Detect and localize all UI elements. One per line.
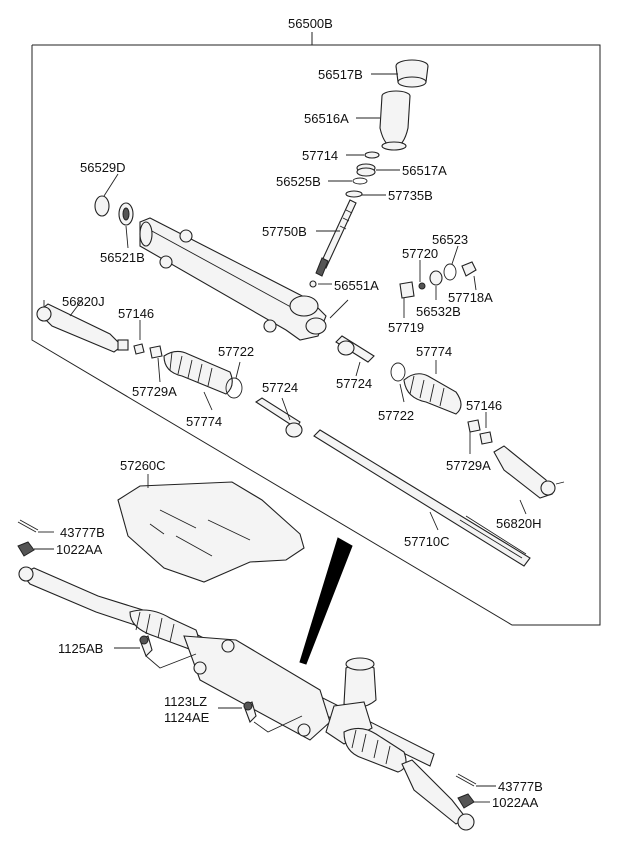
label-57722-right: 57722	[378, 408, 414, 423]
label-56529D: 56529D	[80, 160, 126, 175]
assembly-label: 56500B	[288, 16, 333, 31]
label-57774-left: 57774	[186, 414, 222, 429]
label-57729A-left: 57729A	[132, 384, 177, 399]
label-1124AE: 1124AE	[164, 710, 210, 725]
leader-lines-top	[316, 73, 400, 285]
part-labels: 56517B 56516A 57714 56517A 56525B 57735B…	[56, 67, 543, 810]
label-57718A: 57718A	[448, 290, 493, 305]
label-43777B-right: 43777B	[498, 779, 543, 794]
label-57724-left: 57724	[262, 380, 298, 395]
label-57260C: 57260C	[120, 458, 166, 473]
label-1022AA-left: 1022AA	[56, 542, 103, 557]
label-43777B-left: 43777B	[60, 525, 105, 540]
left-cotter-and-nut	[17, 519, 54, 557]
label-57722-left: 57722	[218, 344, 254, 359]
assembled-rack	[18, 566, 475, 831]
label-56820J: 56820J	[62, 294, 105, 309]
label-57735B: 57735B	[388, 188, 433, 203]
label-56516A: 56516A	[304, 111, 349, 126]
label-57720: 57720	[402, 246, 438, 261]
label-56523: 56523	[432, 232, 468, 247]
pinion-stack	[309, 59, 429, 288]
label-57724-right: 57724	[336, 376, 372, 391]
label-56517B: 56517B	[318, 67, 363, 82]
label-57146-right: 57146	[466, 398, 502, 413]
label-57750B: 57750B	[262, 224, 307, 239]
label-56551A: 56551A	[334, 278, 379, 293]
label-57774-right: 57774	[416, 344, 452, 359]
label-56521B: 56521B	[100, 250, 145, 265]
label-1022AA-right: 1022AA	[492, 795, 539, 810]
direction-wedge	[299, 537, 353, 665]
label-56525B: 56525B	[276, 174, 321, 189]
label-1125AB: 1125AB	[58, 641, 103, 656]
inner-rods-and-rack	[254, 335, 531, 567]
assembly-frame	[31, 32, 601, 626]
yoke-group	[329, 245, 477, 319]
leader-lines-left-top	[103, 173, 129, 249]
label-57714: 57714	[302, 148, 338, 163]
label-56820H: 56820H	[496, 516, 542, 531]
label-57146-left: 57146	[118, 306, 154, 321]
label-57729A-right: 57729A	[446, 458, 491, 473]
label-57719: 57719	[388, 320, 424, 335]
rack-housing	[94, 195, 327, 341]
label-56517A: 56517A	[402, 163, 447, 178]
heat-shield	[117, 474, 305, 583]
label-57710C: 57710C	[404, 534, 450, 549]
label-1123LZ: 1123LZ	[164, 694, 207, 709]
left-tie-rod-parts	[36, 299, 243, 411]
right-tie-rod-parts	[390, 360, 565, 515]
label-56532B: 56532B	[416, 304, 461, 319]
right-cotter-and-nut	[455, 773, 496, 809]
